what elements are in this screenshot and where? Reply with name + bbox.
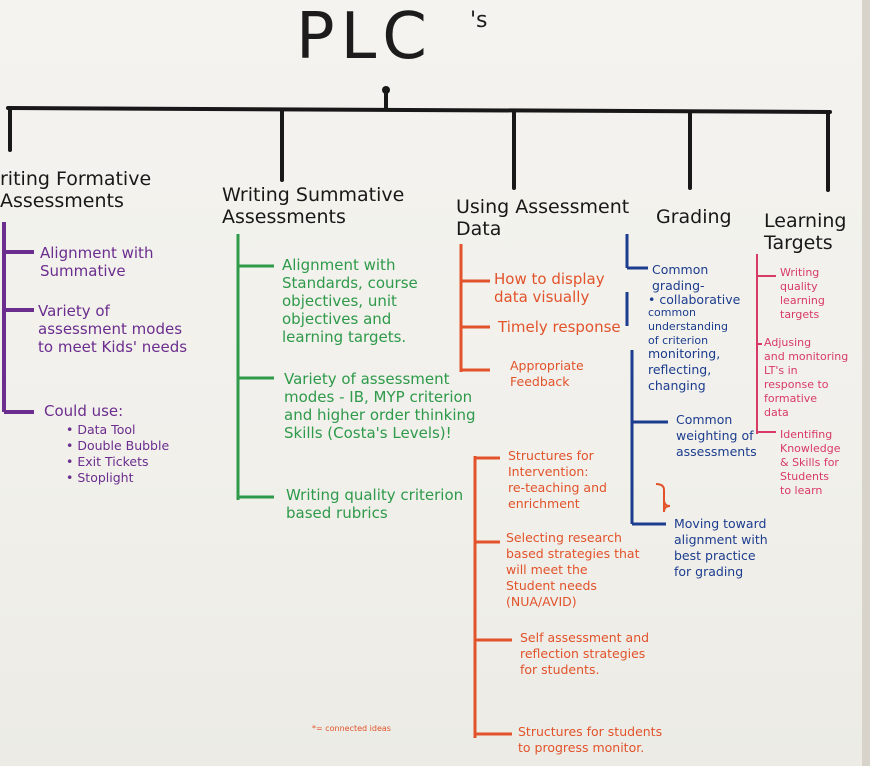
- heading-summative: Writing Summative Assessments: [222, 184, 405, 228]
- footnote: *= connected ideas: [312, 724, 391, 733]
- targets-item: Writing quality learning targets: [780, 266, 825, 321]
- targets-item: Identifing Knowledge & Skills for Studen…: [780, 428, 841, 497]
- heading-assessment-data: Using Assessment Data: [456, 196, 630, 240]
- heading-grading: Grading: [656, 206, 732, 228]
- data-item: Selecting research based strategies that…: [506, 530, 640, 609]
- formative-sub-item: • Data Tool: [66, 422, 136, 437]
- summative-item: Variety of assessment modes - IB, MYP cr…: [284, 370, 476, 442]
- grading-item: • collaborative: [648, 292, 741, 307]
- data-item: Structures for students to progress moni…: [518, 724, 663, 755]
- grading-item: Moving toward alignment with best practi…: [674, 516, 768, 579]
- formative-sub-item: • Exit Tickets: [66, 454, 149, 469]
- page-title-suffix: 's: [470, 8, 488, 33]
- formative-item: Alignment with Summative: [40, 244, 154, 280]
- formative-sub-item: • Double Bubble: [66, 438, 170, 453]
- data-item: How to display data visually: [494, 270, 605, 306]
- grading-item: Common grading-: [652, 262, 709, 293]
- data-item: Timely response: [498, 318, 621, 336]
- grading-item: common understanding of criterion: [648, 306, 728, 347]
- heading-learning-targets: Learning Targets: [764, 210, 847, 254]
- formative-item: Could use:: [44, 402, 124, 420]
- grading-item: monitoring, reflecting, changing: [648, 346, 721, 393]
- formative-item: Variety of assessment modes to meet Kids…: [38, 302, 188, 356]
- paper-edge: [862, 0, 870, 766]
- targets-item: Adjusing and monitoring LT's in response…: [764, 336, 849, 419]
- heading-formative: riting Formative Assessments: [0, 168, 152, 212]
- data-item: Structures for Intervention: re-teaching…: [508, 448, 607, 511]
- grading-item: Common weighting of assessments: [676, 412, 757, 459]
- formative-sub-item: • Stoplight: [66, 470, 134, 485]
- page-title: PLC: [296, 0, 433, 74]
- summative-item: Writing quality criterion based rubrics: [286, 486, 464, 522]
- data-item: Self assessment and reflection strategie…: [520, 630, 650, 677]
- data-item: Appropriate Feedback: [510, 358, 584, 389]
- summative-item: Alignment with Standards, course objecti…: [282, 256, 418, 346]
